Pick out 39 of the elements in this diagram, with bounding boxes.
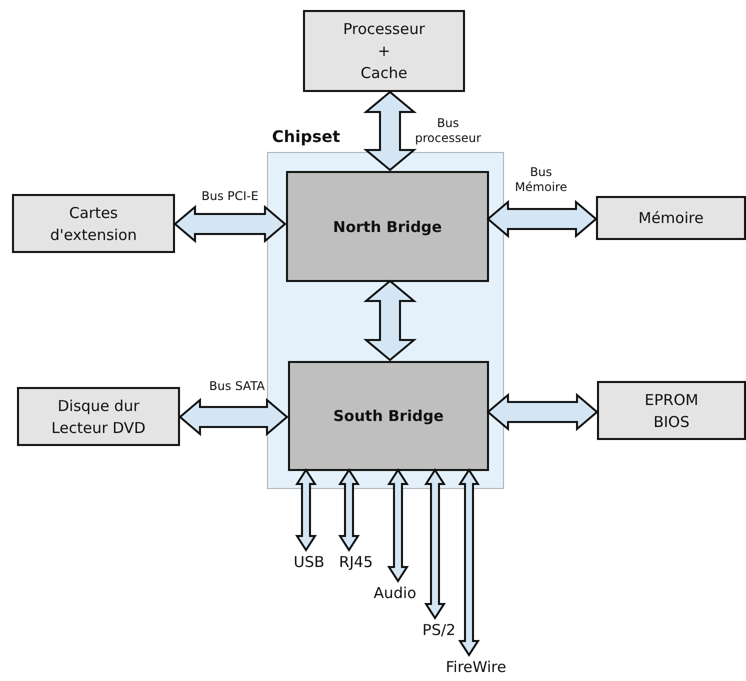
box-label: South Bridge (333, 406, 444, 427)
double-arrow (338, 468, 360, 552)
double-arrow (363, 90, 417, 172)
port-label: FireWire (440, 655, 512, 679)
double-arrow (363, 280, 417, 362)
double-arrow (486, 392, 599, 432)
component-box (596, 196, 746, 240)
double-arrow (173, 204, 287, 244)
box-label: North Bridge (333, 216, 442, 238)
double-arrow (387, 468, 409, 583)
double-arrow (424, 468, 446, 620)
edge-label: Bus PCI-E (200, 189, 260, 204)
box-label: Cache (360, 63, 408, 84)
box-label: Mémoire (638, 208, 704, 229)
edge-label: Bus Mémoire (514, 165, 568, 195)
double-arrow (486, 200, 598, 238)
port-label: Audio (370, 581, 420, 605)
double-arrow (178, 398, 289, 436)
box-label: EPROM (644, 390, 698, 410)
box-label: Cartes d'extension (49, 202, 138, 246)
group-heading: Chipset (272, 126, 340, 148)
double-arrow (295, 468, 317, 552)
double-arrow (458, 468, 480, 657)
box-label: + (378, 41, 390, 62)
box-label: Lecteur DVD (51, 418, 146, 438)
chip-box (286, 171, 489, 282)
chip-box (288, 361, 489, 471)
box-label: Processeur (343, 19, 425, 40)
box-label: Disque dur (58, 396, 140, 416)
component-box (597, 381, 746, 440)
port-label: RJ45 (334, 550, 378, 574)
component-box (303, 10, 465, 92)
port-label: PS/2 (417, 618, 461, 642)
port-label: USB (291, 550, 327, 574)
component-box (12, 194, 175, 253)
component-box (17, 387, 180, 446)
box-label: BIOS (653, 412, 690, 432)
edge-label: Bus processeur (414, 116, 482, 146)
edge-label: Bus SATA (208, 379, 266, 394)
